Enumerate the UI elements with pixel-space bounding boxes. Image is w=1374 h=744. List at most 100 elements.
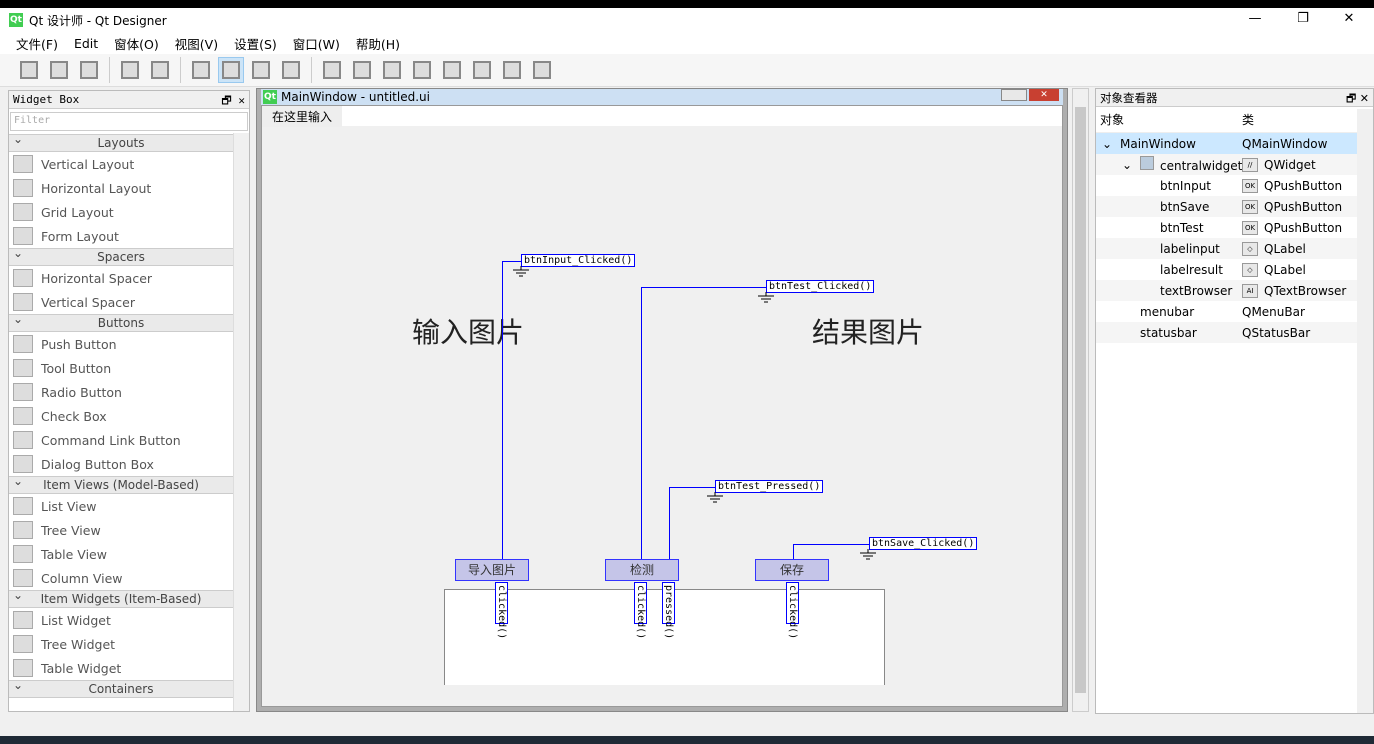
open-folder-icon[interactable]: [46, 57, 72, 83]
design-scrollbar[interactable]: [1072, 88, 1089, 712]
widget-item[interactable]: Tree View: [9, 518, 233, 542]
send-back-icon[interactable]: [117, 57, 143, 83]
menu-item[interactable]: 帮助(H): [355, 36, 401, 52]
column-class[interactable]: 类: [1242, 113, 1255, 127]
slot-btn-test-clicked[interactable]: btnTest_Clicked(): [766, 280, 875, 293]
widget-item[interactable]: Tool Button: [9, 356, 233, 380]
signal-clicked[interactable]: clicked(): [634, 582, 647, 639]
filter-input[interactable]: Filter: [10, 112, 248, 131]
class-icon: OK: [1242, 178, 1258, 193]
tree-row[interactable]: labelresult◇QLabel: [1096, 259, 1358, 280]
break-layout-icon[interactable]: [499, 57, 525, 83]
column-object[interactable]: 对象: [1100, 113, 1125, 127]
btn-test[interactable]: 检测: [605, 559, 679, 581]
widget-category[interactable]: Item Widgets (Item-Based): [9, 587, 233, 608]
class-name: QLabel: [1264, 241, 1306, 256]
widget-item[interactable]: Horizontal Spacer: [9, 266, 233, 290]
signal-clicked[interactable]: clicked(): [495, 582, 508, 639]
widget-item[interactable]: Vertical Layout: [9, 152, 233, 176]
tree-row[interactable]: ⌄centralwidget//QWidget: [1096, 154, 1358, 175]
close-button[interactable]: ✕: [1343, 11, 1355, 26]
btn-input[interactable]: 导入图片: [455, 559, 529, 581]
layout-h-splitter-icon[interactable]: [379, 57, 405, 83]
menu-item[interactable]: 窗口(W): [292, 36, 340, 52]
widget-item[interactable]: Dialog Button Box: [9, 452, 233, 476]
widget-item[interactable]: Column View: [9, 566, 233, 590]
widget-item[interactable]: Radio Button: [9, 380, 233, 404]
layout-grid-icon[interactable]: [439, 57, 465, 83]
window-title: Qt 设计师 - Qt Designer: [29, 13, 167, 28]
widget-box-scrollbar[interactable]: [233, 133, 249, 711]
slot-btn-test-pressed[interactable]: btnTest_Pressed(): [715, 480, 824, 493]
menu-item[interactable]: 视图(V): [174, 36, 219, 52]
form-minimize-button[interactable]: [1001, 89, 1027, 101]
menu-item[interactable]: 窗体(O): [114, 36, 159, 52]
label-result[interactable]: 结果图片: [812, 316, 925, 349]
widget-item[interactable]: Table Widget: [9, 656, 233, 680]
form-close-button[interactable]: ✕: [1029, 89, 1059, 101]
widget-item[interactable]: List View: [9, 494, 233, 518]
float-close-icons[interactable]: 🗗 ✕: [221, 94, 245, 107]
widget-item[interactable]: Form Layout: [9, 224, 233, 248]
widget-item[interactable]: Command Link Button: [9, 428, 233, 452]
widget-category[interactable]: Buttons: [9, 311, 233, 332]
save-icon[interactable]: [76, 57, 102, 83]
widget-icon: [13, 635, 33, 653]
layout-form-icon[interactable]: [469, 57, 495, 83]
inspector-scrollbar[interactable]: [1357, 109, 1373, 713]
menu-item[interactable]: Edit: [73, 35, 99, 51]
signal-pressed[interactable]: pressed(): [662, 582, 675, 639]
signal-clicked[interactable]: clicked(): [786, 582, 799, 639]
object-name: MainWindow: [1120, 136, 1196, 151]
maximize-button[interactable]: ❐: [1297, 11, 1309, 26]
layout-horizontal-icon[interactable]: [319, 57, 345, 83]
menu-item[interactable]: 设置(S): [234, 36, 277, 52]
scrollbar-thumb[interactable]: [1075, 107, 1086, 693]
edit-widgets-icon[interactable]: [188, 57, 214, 83]
widget-item-label: List Widget: [41, 612, 111, 628]
widget-item[interactable]: Vertical Spacer: [9, 290, 233, 314]
menu-placeholder[interactable]: 在这里输入: [262, 106, 343, 127]
widget-item[interactable]: Push Button: [9, 332, 233, 356]
widget-item[interactable]: Grid Layout: [9, 200, 233, 224]
widget-item[interactable]: Horizontal Layout: [9, 176, 233, 200]
widget-item[interactable]: List Widget: [9, 608, 233, 632]
chevron-down-icon[interactable]: ⌄: [1122, 157, 1133, 172]
edit-tab-order-icon[interactable]: [278, 57, 304, 83]
toolbar-separator: [180, 57, 181, 83]
widget-item[interactable]: Check Box: [9, 404, 233, 428]
layout-v-splitter-icon[interactable]: [409, 57, 435, 83]
widget-category[interactable]: Item Views (Model-Based): [9, 473, 233, 494]
menu-item[interactable]: 文件(F): [16, 36, 58, 52]
minimize-button[interactable]: —: [1248, 11, 1262, 26]
layout-vertical-icon[interactable]: [349, 57, 375, 83]
edit-buddies-icon[interactable]: [248, 57, 274, 83]
chevron-down-icon[interactable]: ⌄: [1102, 136, 1113, 151]
slot-btn-save-clicked[interactable]: btnSave_Clicked(): [869, 537, 978, 550]
tree-row[interactable]: labelinput◇QLabel: [1096, 238, 1358, 259]
slot-btn-input-clicked[interactable]: btnInput_Clicked(): [521, 254, 636, 267]
edit-signals-slots-icon[interactable]: [218, 57, 244, 83]
widget-item-label: Vertical Spacer: [41, 294, 135, 310]
widget-item[interactable]: Tree Widget: [9, 632, 233, 656]
widget-icon: [13, 455, 33, 473]
label-input[interactable]: 输入图片: [412, 316, 525, 349]
btn-save[interactable]: 保存: [755, 559, 829, 581]
new-file-icon[interactable]: [16, 57, 42, 83]
widget-category[interactable]: Layouts: [9, 131, 233, 152]
bring-front-icon[interactable]: [147, 57, 173, 83]
widget-item[interactable]: Table View: [9, 542, 233, 566]
adjust-size-icon[interactable]: [529, 57, 555, 83]
float-close-icons[interactable]: 🗗 ✕: [1345, 92, 1369, 105]
widget-category[interactable]: Containers: [9, 677, 233, 698]
widget-category[interactable]: Spacers: [9, 245, 233, 266]
